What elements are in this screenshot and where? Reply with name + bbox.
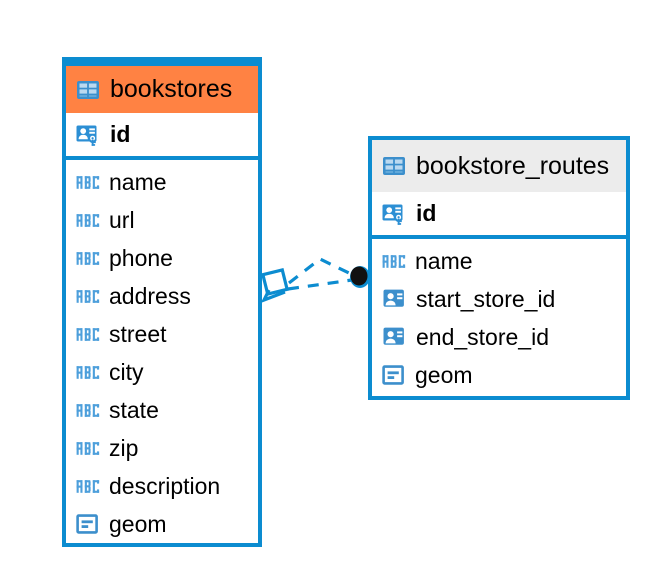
column-row-start-store-id[interactable]: start_store_id bbox=[372, 280, 626, 318]
text-type-icon bbox=[76, 327, 101, 342]
primary-key-row[interactable]: id bbox=[66, 113, 258, 160]
column-label: name bbox=[415, 247, 473, 274]
relationship-line-upper bbox=[288, 257, 354, 285]
text-type-icon bbox=[76, 251, 101, 266]
column-label: geom bbox=[415, 361, 473, 388]
entity-title: bookstore_routes bbox=[416, 151, 610, 180]
column-row-street[interactable]: street bbox=[66, 315, 258, 353]
column-label: name bbox=[109, 168, 167, 195]
diamond-marker bbox=[260, 267, 290, 303]
text-type-icon bbox=[76, 479, 101, 494]
column-row-end-store-id[interactable]: end_store_id bbox=[372, 318, 626, 356]
foreign-key-icon bbox=[382, 288, 408, 310]
entity-header-bookstores[interactable]: bookstores bbox=[66, 61, 258, 113]
column-label: end_store_id bbox=[416, 323, 549, 350]
column-row-address[interactable]: address bbox=[66, 277, 258, 315]
column-row-name[interactable]: name bbox=[372, 242, 626, 280]
relationship-line-lower bbox=[287, 278, 353, 291]
column-label: geom bbox=[109, 510, 167, 537]
column-list: name start_store_id bbox=[372, 239, 626, 398]
column-row-geom[interactable]: geom bbox=[372, 356, 626, 394]
column-label: address bbox=[109, 282, 191, 309]
text-type-icon bbox=[76, 365, 101, 380]
table-icon bbox=[75, 77, 101, 103]
column-row-phone[interactable]: phone bbox=[66, 239, 258, 277]
primary-key-label: id bbox=[110, 121, 131, 147]
entity-bookstores[interactable]: bookstores id bbox=[62, 57, 262, 547]
text-type-icon bbox=[382, 254, 407, 269]
column-label: city bbox=[109, 358, 144, 385]
column-row-url[interactable]: url bbox=[66, 201, 258, 239]
column-label: start_store_id bbox=[416, 285, 556, 312]
primary-key-label: id bbox=[416, 200, 437, 226]
column-row-state[interactable]: state bbox=[66, 391, 258, 429]
column-label: zip bbox=[109, 434, 139, 461]
column-list: name bbox=[66, 160, 258, 547]
table-icon bbox=[381, 153, 407, 179]
filled-circle-marker bbox=[350, 266, 370, 288]
column-row-name[interactable]: name bbox=[66, 163, 258, 201]
column-row-city[interactable]: city bbox=[66, 353, 258, 391]
column-label: street bbox=[109, 320, 167, 347]
column-row-zip[interactable]: zip bbox=[66, 429, 258, 467]
column-label: description bbox=[109, 472, 221, 499]
primary-key-icon bbox=[381, 201, 407, 227]
column-label: phone bbox=[109, 244, 173, 271]
text-type-icon bbox=[76, 213, 101, 228]
text-type-icon bbox=[76, 175, 101, 190]
foreign-key-icon bbox=[382, 326, 408, 348]
geometry-type-icon bbox=[382, 364, 407, 386]
column-row-geom[interactable]: geom bbox=[66, 505, 258, 543]
text-type-icon bbox=[76, 289, 101, 304]
column-row-description[interactable]: description bbox=[66, 467, 258, 505]
entity-header-bookstore-routes[interactable]: bookstore_routes bbox=[372, 140, 626, 192]
column-label: url bbox=[109, 206, 135, 233]
text-type-icon bbox=[76, 403, 101, 418]
column-label: state bbox=[109, 396, 159, 423]
entity-bookstore-routes[interactable]: bookstore_routes id bbox=[368, 136, 630, 400]
text-type-icon bbox=[76, 441, 101, 456]
entity-title: bookstores bbox=[110, 75, 233, 103]
primary-key-row[interactable]: id bbox=[372, 192, 626, 239]
geometry-type-icon bbox=[76, 513, 101, 535]
primary-key-icon bbox=[75, 122, 101, 148]
